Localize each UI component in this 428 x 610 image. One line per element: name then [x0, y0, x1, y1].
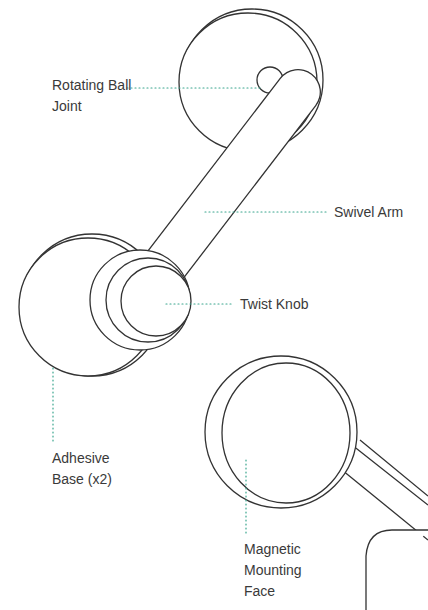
magnetic-housing: [205, 356, 357, 508]
leader-line: [205, 211, 329, 212]
mount-arm: [342, 440, 428, 540]
twist-knob: [121, 266, 191, 336]
arm-collar: [90, 250, 190, 350]
swivel-arm-outline: [150, 92, 298, 285]
part-label: Adhesive Base (x2): [52, 448, 132, 490]
mount-body: [366, 530, 428, 610]
leader-line: [127, 87, 262, 88]
leader-line: [52, 368, 53, 443]
part-label: Swivel Arm: [334, 202, 424, 223]
knob-ring: [106, 258, 190, 342]
leader-line: [245, 460, 246, 534]
part-label: Magnetic Mounting Face: [244, 539, 324, 602]
leader-line: [166, 303, 233, 304]
swivel-arm: [150, 92, 298, 285]
part-label: Rotating Ball Joint: [52, 75, 132, 117]
magnetic-face: [222, 363, 350, 503]
part-label: Twist Knob: [240, 294, 330, 315]
